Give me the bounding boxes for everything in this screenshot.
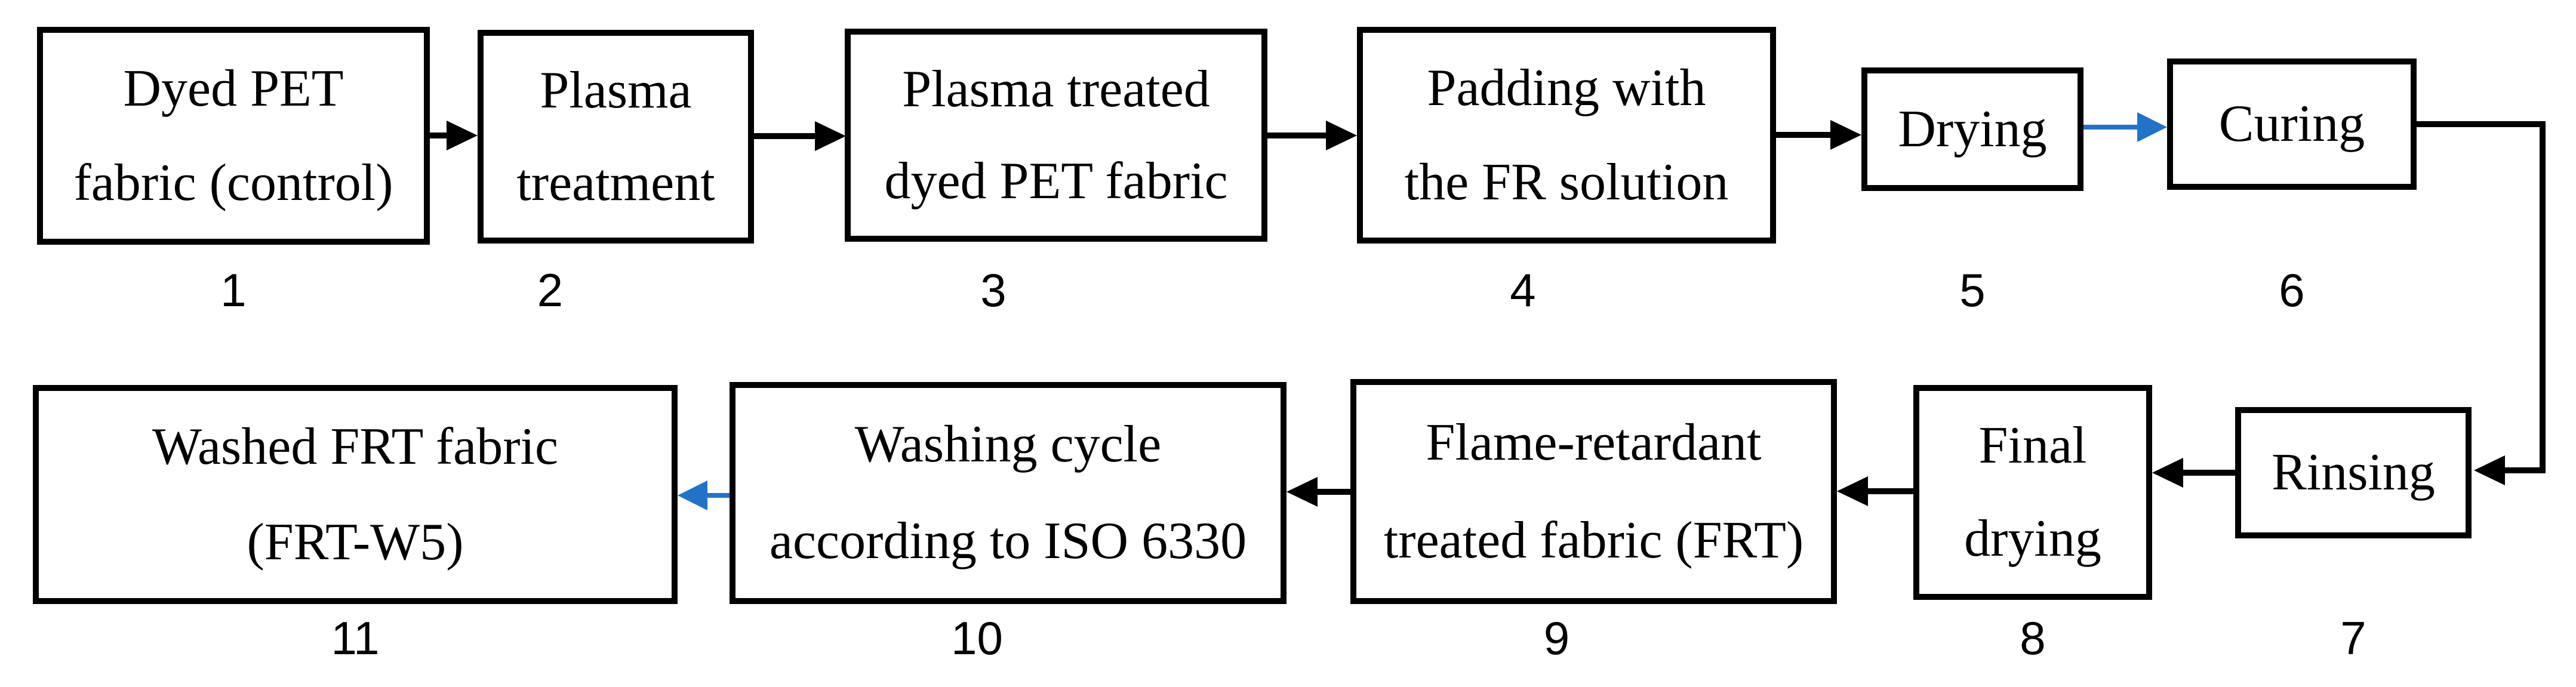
node-label-line: treated fabric (FRT) — [1383, 512, 1804, 570]
arrow-line — [1776, 132, 1832, 138]
node-curing: Curing — [2167, 58, 2417, 190]
node-label-line: Flame-retardant — [1426, 413, 1762, 472]
node-label-line: Curing — [2218, 95, 2365, 153]
node-washing-cycle-iso-6330: Washing cycle according to ISO 6330 — [730, 382, 1287, 604]
node-label-line: Washing cycle — [854, 415, 1162, 474]
node-number: 3 — [980, 264, 1007, 316]
node-label-line: Rinsing — [2272, 443, 2435, 502]
node-number: 11 — [331, 612, 380, 664]
arrowhead-left-icon — [2152, 458, 2183, 488]
connector-segment-horizontal — [2503, 467, 2546, 473]
node-number: 10 — [951, 612, 1003, 664]
connector-segment-horizontal — [2417, 121, 2546, 127]
node-rinsing: Rinsing — [2235, 407, 2472, 538]
arrow-line — [1316, 489, 1350, 495]
node-label-line: Drying — [1898, 100, 2047, 158]
node-label-line: Dyed PET — [123, 59, 344, 118]
arrowhead-left-icon — [1837, 476, 1868, 506]
node-flame-retardant-treated-fabric: Flame-retardant treated fabric (FRT) — [1350, 379, 1837, 604]
node-plasma-treatment: Plasma treatment — [478, 30, 754, 244]
node-number: 9 — [1543, 612, 1570, 664]
arrow-line — [2182, 470, 2235, 476]
arrowhead-left-icon — [2474, 455, 2505, 485]
node-dyed-pet-fabric-control: Dyed PET fabric (control) — [37, 27, 430, 245]
node-label-line: Padding with — [1427, 59, 1706, 118]
arrow-line — [706, 493, 730, 498]
arrow-line — [2083, 125, 2138, 130]
node-number: 7 — [2340, 612, 2366, 664]
arrowhead-left-icon — [678, 480, 707, 510]
node-drying: Drying — [1861, 67, 2083, 191]
node-label-line: (FRT-W5) — [247, 513, 464, 571]
connector-segment-vertical — [2540, 121, 2546, 473]
arrow-line — [430, 133, 449, 138]
node-plasma-treated-dyed-pet-fabric: Plasma treated dyed PET fabric — [845, 29, 1267, 242]
node-number: 4 — [1510, 264, 1536, 316]
arrowhead-right-icon — [815, 121, 846, 151]
node-washed-frt-fabric: Washed FRT fabric (FRT-W5) — [33, 385, 678, 604]
node-number: 8 — [2020, 612, 2046, 664]
node-label-line: treatment — [516, 153, 715, 212]
node-number: 2 — [537, 264, 564, 316]
arrowhead-right-icon — [447, 121, 478, 150]
arrow-line — [754, 133, 817, 139]
arrow-line — [1267, 133, 1327, 138]
node-number: 6 — [2279, 264, 2305, 316]
arrowhead-right-icon — [1326, 121, 1357, 150]
node-label-line: Final — [1978, 417, 2087, 475]
arrowhead-right-icon — [1830, 120, 1861, 150]
node-label-line: Plasma treated — [902, 60, 1210, 118]
arrowhead-left-icon — [1287, 477, 1318, 507]
node-label-line: the FR solution — [1404, 153, 1729, 211]
node-label-line: Plasma — [540, 61, 692, 119]
node-number: 5 — [1959, 264, 1986, 316]
node-final-drying: Final drying — [1913, 385, 2152, 600]
arrowhead-right-icon — [2137, 112, 2167, 142]
node-number: 1 — [220, 264, 247, 316]
arrow-line — [1867, 488, 1913, 494]
node-label-line: drying — [1964, 510, 2101, 568]
node-label-line: Washed FRT fabric — [152, 418, 559, 476]
node-label-line: fabric (control) — [73, 154, 393, 212]
node-label-line: dyed PET fabric — [884, 152, 1228, 211]
node-padding-with-fr-solution: Padding with the FR solution — [1357, 27, 1776, 244]
node-label-line: according to ISO 6330 — [769, 512, 1247, 571]
